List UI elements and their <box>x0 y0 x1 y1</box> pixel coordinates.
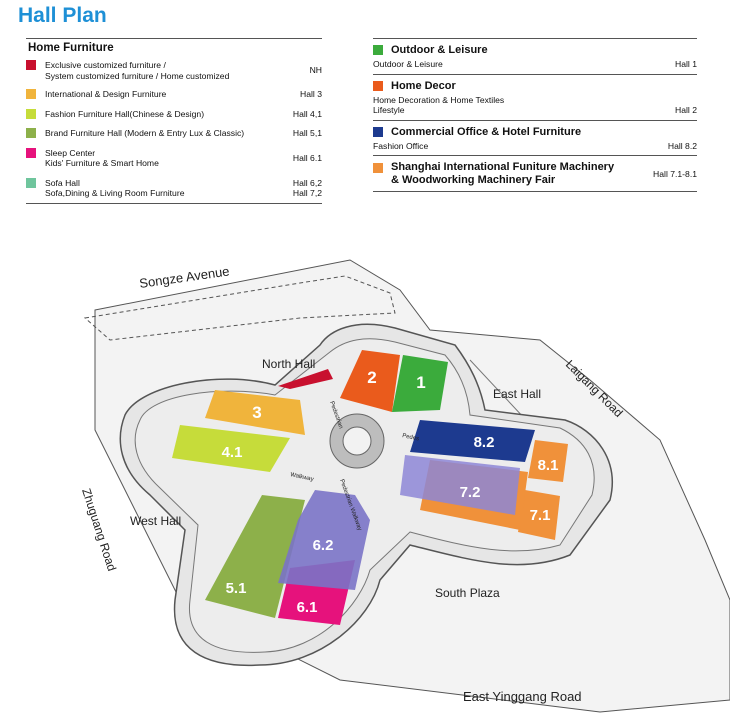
category-hall: Hall 1 <box>675 59 697 69</box>
hall-num-7-2: 7.2 <box>460 484 481 501</box>
legend-row-hall51: Brand Furniture Hall (Modern & Entry Lux… <box>26 128 322 139</box>
color-swatch <box>26 89 36 99</box>
page-title: Hall Plan <box>18 4 107 27</box>
hall-5-1[interactable] <box>205 495 305 618</box>
color-swatch <box>26 147 36 158</box>
category-commercial: Commercial Office & Hotel Furniture Fash… <box>373 121 697 156</box>
color-swatch <box>26 128 36 138</box>
category-heading: Outdoor & Leisure <box>391 44 488 56</box>
hall-num-6-1: 6.1 <box>297 599 318 616</box>
divider <box>26 202 322 204</box>
color-swatch <box>373 126 383 137</box>
hall-8-1[interactable] <box>528 440 568 482</box>
home-furniture-legend: Home Furniture Exclusive customized furn… <box>26 38 322 204</box>
west-hall-label: West Hall <box>130 514 181 528</box>
legend-row-nh: Exclusive customized furniture / System … <box>26 60 322 81</box>
category-heading: Commercial Office & Hotel Furniture <box>391 125 582 138</box>
legend-label: Brand Furniture Hall (Modern & Entry Lux… <box>45 128 245 138</box>
divider <box>373 155 697 156</box>
hall-num-4-1: 4.1 <box>222 444 243 461</box>
legend-hall: Hall 3 <box>300 89 322 99</box>
hall-num-2: 2 <box>367 368 376 387</box>
hall-7-1[interactable] <box>518 490 560 540</box>
hall-num-8-1: 8.1 <box>538 457 559 474</box>
zhuguang-road-label: Zhuguang Road <box>79 487 119 573</box>
walkway-label: Walkway <box>290 472 315 483</box>
hall-1[interactable] <box>392 355 448 412</box>
north-hall-label: North Hall <box>262 357 315 371</box>
hall-num-1: 1 <box>416 373 425 392</box>
legend-hall: NH <box>309 65 322 75</box>
divider <box>373 38 697 39</box>
legend-label: Sofa Hall Sofa,Dining & Living Room Furn… <box>45 177 185 199</box>
east-hall-label: East Hall <box>493 387 541 401</box>
category-hall: Hall 7.1-8.1 <box>653 168 697 179</box>
hall-3[interactable] <box>205 390 305 435</box>
category-sub: Fashion Office <box>373 140 429 151</box>
hall-2[interactable] <box>340 350 400 412</box>
venue-map: 2 1 3 4.1 8.2 8.1 7.2 7.1 6.2 5.1 6.1 Pe… <box>79 259 730 713</box>
category-sub: Outdoor & Leisure <box>373 59 443 69</box>
legend-label: International & Design Furniture <box>45 89 167 99</box>
color-swatch <box>373 163 383 173</box>
south-plaza-label: South Plaza <box>435 586 500 600</box>
hall-num-5-1: 5.1 <box>226 580 247 597</box>
central-plaza-inner <box>342 426 372 456</box>
divider <box>373 119 697 121</box>
category-heading: Shanghai International Funiture Machiner… <box>391 161 615 186</box>
color-swatch <box>26 60 36 70</box>
hall-6-2[interactable] <box>278 490 370 590</box>
color-swatch <box>373 80 383 91</box>
category-hall: Hall 2 <box>675 105 697 115</box>
divider <box>373 73 697 75</box>
divider <box>26 38 322 39</box>
legend-hall: Hall 4,1 <box>292 108 322 119</box>
legend-row-hall41: Fashion Furniture Hall(Chinese & Design)… <box>26 108 322 120</box>
color-swatch <box>373 45 383 55</box>
legend-label: Exclusive customized furniture / System … <box>45 60 230 81</box>
category-home-decor: Home Decor Home Decoration & Home Textil… <box>373 75 697 120</box>
legend-hall: Hall 6,2 Hall 7,2 <box>292 177 322 199</box>
legend-row-hall3: International & Design Furniture Hall 3 <box>26 89 322 100</box>
hall-num-6-2: 6.2 <box>313 537 334 554</box>
hall-8-2[interactable] <box>410 420 535 462</box>
hall-4-1[interactable] <box>172 425 290 472</box>
legend-row-hall61: Sleep Center Kids' Furniture & Smart Hom… <box>26 147 322 169</box>
category-sub: Home Decoration & Home Textiles Lifestyl… <box>373 94 505 116</box>
color-swatch <box>26 177 36 188</box>
category-hall: Hall 8.2 <box>667 140 697 151</box>
hall-7-2[interactable] <box>400 455 520 515</box>
hall-num-3: 3 <box>252 403 261 422</box>
legend-label: Sleep Center Kids' Furniture & Smart Hom… <box>45 147 159 169</box>
hall-nh[interactable] <box>278 369 333 389</box>
east-yinggang-road-label: East Yinggang Road <box>463 689 582 704</box>
legend-hall: Hall 6.1 <box>292 152 322 163</box>
category-heading: Home Decor <box>391 79 456 92</box>
walkway-label: Pedes <box>402 433 420 442</box>
home-furniture-heading: Home Furniture <box>28 42 114 54</box>
hall-num-8-2: 8.2 <box>474 434 495 451</box>
parking-area <box>83 275 396 341</box>
color-swatch <box>26 108 36 119</box>
category-machinery: Shanghai International Funiture Machiner… <box>373 156 697 191</box>
legend-label: Fashion Furniture Hall(Chinese & Design) <box>45 108 205 119</box>
legend-row-sofa: Sofa Hall Sofa,Dining & Living Room Furn… <box>26 177 322 199</box>
hall-num-7-1: 7.1 <box>530 507 551 524</box>
legend-hall: Hall 5,1 <box>292 128 322 138</box>
divider <box>373 191 697 192</box>
